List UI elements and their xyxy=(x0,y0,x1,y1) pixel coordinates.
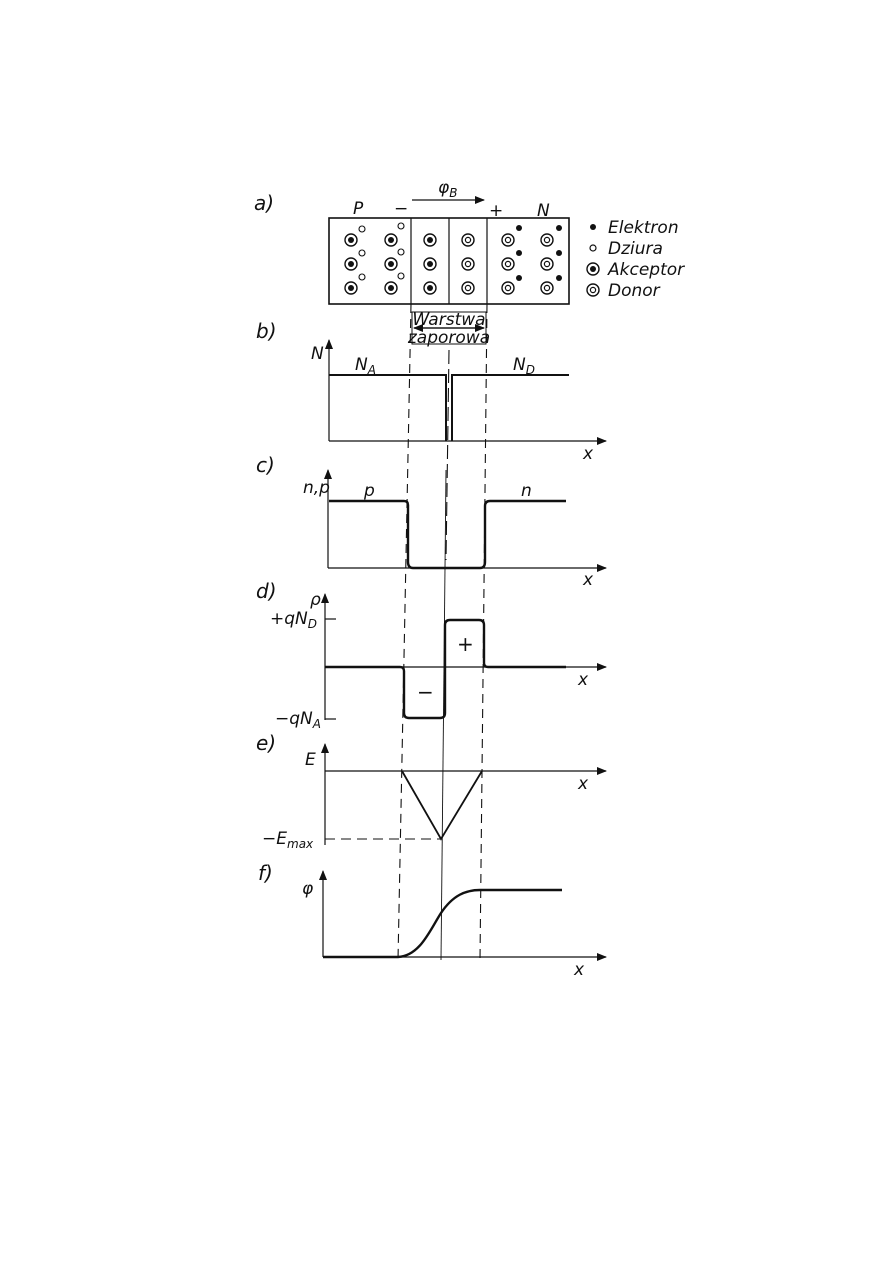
crystal-block xyxy=(328,217,570,305)
plot-c-x-axis-label: x xyxy=(582,570,594,590)
acceptor-atom xyxy=(344,281,358,295)
hole-particle xyxy=(397,248,405,256)
plot-f-x-axis-label: x xyxy=(573,960,585,980)
plot-d: ρ x +qND −qNA + − xyxy=(270,590,607,731)
electron-particle xyxy=(556,275,562,281)
electron-particle xyxy=(516,225,522,231)
n-region-label: N xyxy=(537,201,550,221)
legend-item-acceptor: Akceptor xyxy=(586,260,685,280)
acceptor-icon xyxy=(586,262,600,276)
legend-label-hole: Dziura xyxy=(608,239,663,259)
legend: Elektron Dziura Akceptor Donor xyxy=(586,218,685,301)
p-region-label: P xyxy=(353,199,364,219)
plot-d-y-axis-label: ρ xyxy=(310,590,321,610)
plot-e-x-axis-label: x xyxy=(577,774,589,794)
acceptor-atom xyxy=(423,281,437,295)
acceptor-atom xyxy=(344,257,358,271)
depletion-label-line1: Warstwa xyxy=(412,310,485,330)
carrier-concentration-curve xyxy=(329,499,566,570)
donor-concentration-label: ND xyxy=(513,355,535,377)
plot-f-y-axis-label: φ xyxy=(302,879,314,899)
panel-label-c: c) xyxy=(256,453,275,477)
legend-item-hole: Dziura xyxy=(589,239,663,259)
potential-barrier-label: φB xyxy=(412,178,485,204)
doping-profile-curve xyxy=(329,374,569,441)
junction-guide xyxy=(445,349,450,561)
negative-charge-level-label: −qNA xyxy=(275,709,321,731)
legend-label-electron: Elektron xyxy=(608,218,679,238)
hole-particle xyxy=(397,272,405,280)
acceptor-atom xyxy=(423,257,437,271)
charge-density-curve xyxy=(325,618,566,720)
plot-e: E x −Emax xyxy=(262,743,607,851)
acceptor-concentration-label: NA xyxy=(355,355,376,377)
plot-d-x-axis-label: x xyxy=(577,670,589,690)
positive-charge-mark: + xyxy=(457,632,474,656)
potential-symbol: φ xyxy=(438,178,450,198)
svg-text:φB: φB xyxy=(438,178,457,200)
depletion-layer-label: Warstwa zaporowa xyxy=(407,310,490,348)
donor-atom xyxy=(501,257,515,271)
electric-field-curve xyxy=(401,770,483,841)
hole-particle xyxy=(358,273,366,281)
electron-particle xyxy=(516,275,522,281)
potential-subscript: B xyxy=(449,186,457,200)
depletion-label-line2: zaporowa xyxy=(407,328,490,348)
plot-c: n,p x p n xyxy=(303,469,607,590)
plot-b: N x NA ND xyxy=(311,339,607,464)
hole-particle xyxy=(397,222,405,230)
hole-particle xyxy=(358,249,366,257)
donor-atom xyxy=(501,233,515,247)
panel-label-e: e) xyxy=(256,731,276,755)
legend-item-electron: Elektron xyxy=(590,218,679,238)
plot-c-y-axis-label: n,p xyxy=(303,478,330,498)
acceptor-atom xyxy=(423,233,437,247)
hole-particle xyxy=(358,225,366,233)
acceptor-atom xyxy=(384,281,398,295)
legend-label-donor: Donor xyxy=(608,281,661,301)
electron-particle xyxy=(516,250,522,256)
acceptor-atom xyxy=(384,233,398,247)
donor-icon xyxy=(586,283,600,297)
electron-particle xyxy=(556,225,562,231)
donor-atom xyxy=(540,257,554,271)
donor-atom xyxy=(461,233,475,247)
hole-region-label: p xyxy=(363,481,375,501)
panel-label-d: d) xyxy=(256,579,277,603)
donor-atom xyxy=(540,281,554,295)
positive-charge-level-label: +qND xyxy=(270,609,317,631)
negative-charge-mark: − xyxy=(417,680,434,704)
max-field-label: −Emax xyxy=(262,829,314,851)
donor-atom xyxy=(461,281,475,295)
potential-curve xyxy=(323,888,562,959)
minus-charge-label: − xyxy=(394,199,408,219)
plus-charge-label: + xyxy=(489,201,503,221)
panel-label-a: a) xyxy=(254,191,274,215)
donor-atom xyxy=(501,281,515,295)
plot-b-y-axis-label: N xyxy=(311,344,324,364)
panel-label-b: b) xyxy=(256,319,277,343)
legend-label-acceptor: Akceptor xyxy=(607,260,685,280)
hole-icon xyxy=(589,244,597,252)
plot-f: φ x xyxy=(302,870,607,980)
electron-particle xyxy=(556,250,562,256)
donor-atom xyxy=(540,233,554,247)
panel-label-f: f) xyxy=(258,861,273,885)
electron-icon xyxy=(590,224,596,230)
electron-region-label: n xyxy=(521,481,532,501)
acceptor-atom xyxy=(344,233,358,247)
acceptor-atom xyxy=(384,257,398,271)
donor-atom xyxy=(461,257,475,271)
plot-e-y-axis-label: E xyxy=(305,750,316,770)
right-boundary-guide xyxy=(479,303,488,961)
left-boundary-guide xyxy=(397,303,412,961)
crystal-particles xyxy=(344,222,562,295)
plot-b-x-axis-label: x xyxy=(582,444,594,464)
legend-item-donor: Donor xyxy=(586,281,661,301)
